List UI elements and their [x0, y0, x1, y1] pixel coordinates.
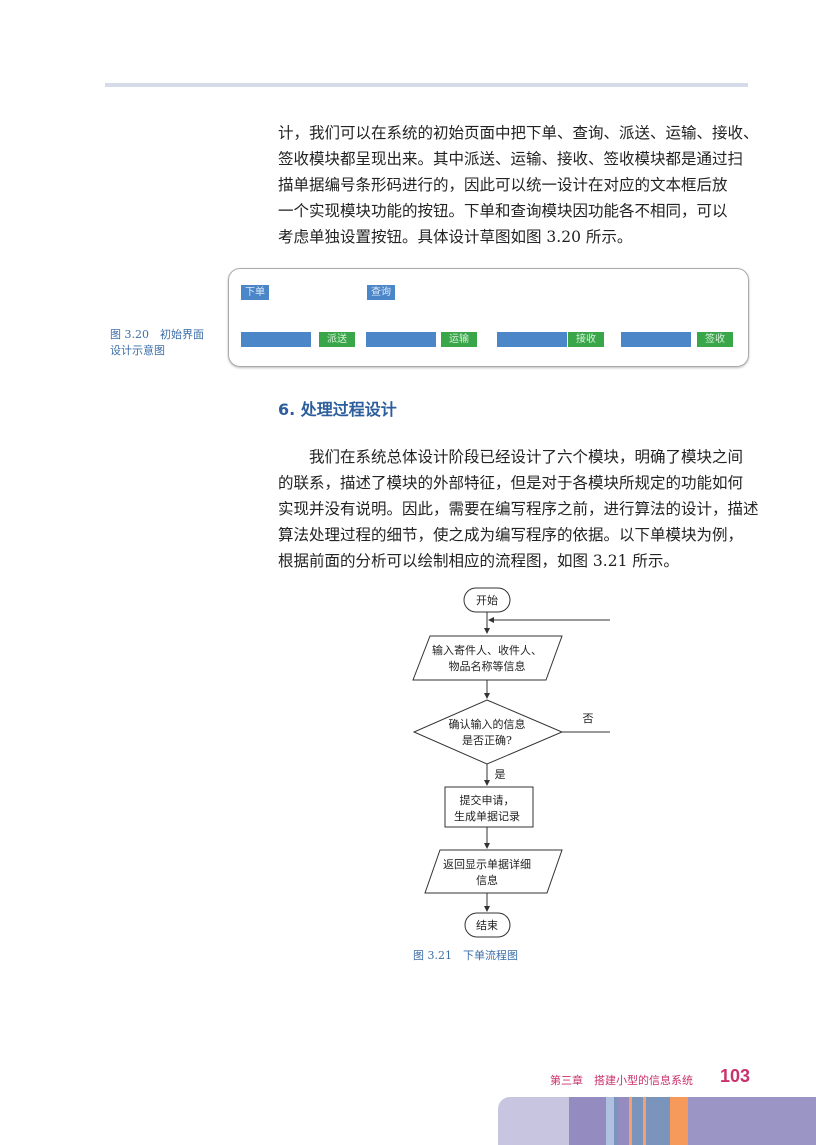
stripe-segment [670, 1097, 688, 1145]
transport-button: 运输 [441, 332, 477, 347]
output-label: 信息 [476, 873, 498, 887]
process-label: 提交申请， [460, 793, 515, 807]
stripe-segment [606, 1097, 614, 1145]
input-label: 物品名称等信息 [449, 659, 526, 673]
decision-diamond [412, 699, 564, 765]
end-label: 结束 [476, 919, 498, 932]
stripe-segment [632, 1097, 643, 1145]
text-line: 我们在系统总体设计阶段已经设计了六个模块，明确了模块之间 [309, 448, 744, 466]
text-line: 的联系，描述了模块的外部特征，但是对于各模块所规定的功能如何 [278, 474, 744, 492]
dispatch-button: 派送 [319, 332, 355, 347]
end-terminal [464, 912, 511, 938]
text-line: 根据前面的分析可以绘制相应的流程图，如图 3.21 所示。 [278, 552, 679, 570]
text-line: 计，我们可以在系统的初始页面中把下单、查询、派送、运输、接收、 [278, 124, 759, 142]
barcode-textbox [497, 332, 567, 347]
chapter-footer: 第三章 搭建小型的信息系统 [550, 1074, 693, 1087]
text-line: 算法处理过程的细节，使之成为编写程序的依据。以下单模块为例， [278, 526, 744, 544]
text-line: 签收模块都呈现出来。其中派送、运输、接收、签收模块都是通过扫 [278, 150, 744, 168]
page-number: 103 [720, 1066, 751, 1086]
process-label: 生成单据记录 [454, 809, 520, 823]
barcode-textbox [241, 332, 311, 347]
caption-line: 图 3.20 初始界面 [110, 328, 204, 341]
figure-3-21-caption: 图 3.21 下单流程图 [413, 948, 518, 962]
query-button: 查询 [367, 285, 395, 300]
process-box [444, 786, 534, 828]
stripe-segment [646, 1097, 670, 1145]
stripe-segment [688, 1097, 816, 1145]
order-button: 下单 [241, 285, 269, 300]
stripe-segment [498, 1097, 569, 1145]
output-parallelogram [424, 849, 563, 894]
figure-3-20-caption: 图 3.20 初始界面 设计示意图 [110, 327, 204, 359]
start-label: 开始 [476, 593, 498, 607]
decision-label: 确认输入的信息 [449, 717, 526, 731]
stripe-segment [614, 1097, 618, 1145]
text-line: 描单据编号条形码进行的，因此可以统一设计在对应的文本框后放 [278, 176, 728, 194]
stripe-segment [643, 1097, 646, 1145]
no-label: 否 [583, 712, 594, 725]
text-line: 实现并没有说明。因此，需要在编写程序之前，进行算法的设计，描述 [278, 500, 759, 518]
receive-button: 接收 [568, 332, 604, 347]
text-line: 一个实现模块功能的按钮。下单和查询模块因功能各不相同，可以 [278, 202, 728, 220]
paragraph-2: 我们在系统总体设计阶段已经设计了六个模块，明确了模块之间 的联系，描述了模块的外… [278, 444, 759, 574]
yes-label: 是 [495, 768, 506, 781]
decision-label: 是否正确? [462, 734, 512, 747]
stripe-segment [618, 1097, 629, 1145]
barcode-textbox [366, 332, 436, 347]
sign-button: 签收 [697, 332, 733, 347]
input-parallelogram [412, 635, 563, 681]
output-label: 返回显示单据详细 [443, 857, 531, 871]
stripe-segment [629, 1097, 632, 1145]
caption-line: 设计示意图 [110, 344, 165, 357]
header-rule [105, 83, 748, 87]
figure-3-20-ui-sketch: 下单 查询 派送 运输 接收 签收 [228, 268, 749, 367]
barcode-textbox [621, 332, 691, 347]
paragraph-1: 计，我们可以在系统的初始页面中把下单、查询、派送、运输、接收、 签收模块都呈现出… [278, 120, 759, 250]
input-label: 输入寄件人、收件人、 [432, 643, 542, 657]
stripe-segment [569, 1097, 606, 1145]
text-line: 考虑单独设置按钮。具体设计草图如图 3.20 所示。 [278, 228, 633, 246]
section-heading: 6. 处理过程设计 [278, 400, 397, 419]
